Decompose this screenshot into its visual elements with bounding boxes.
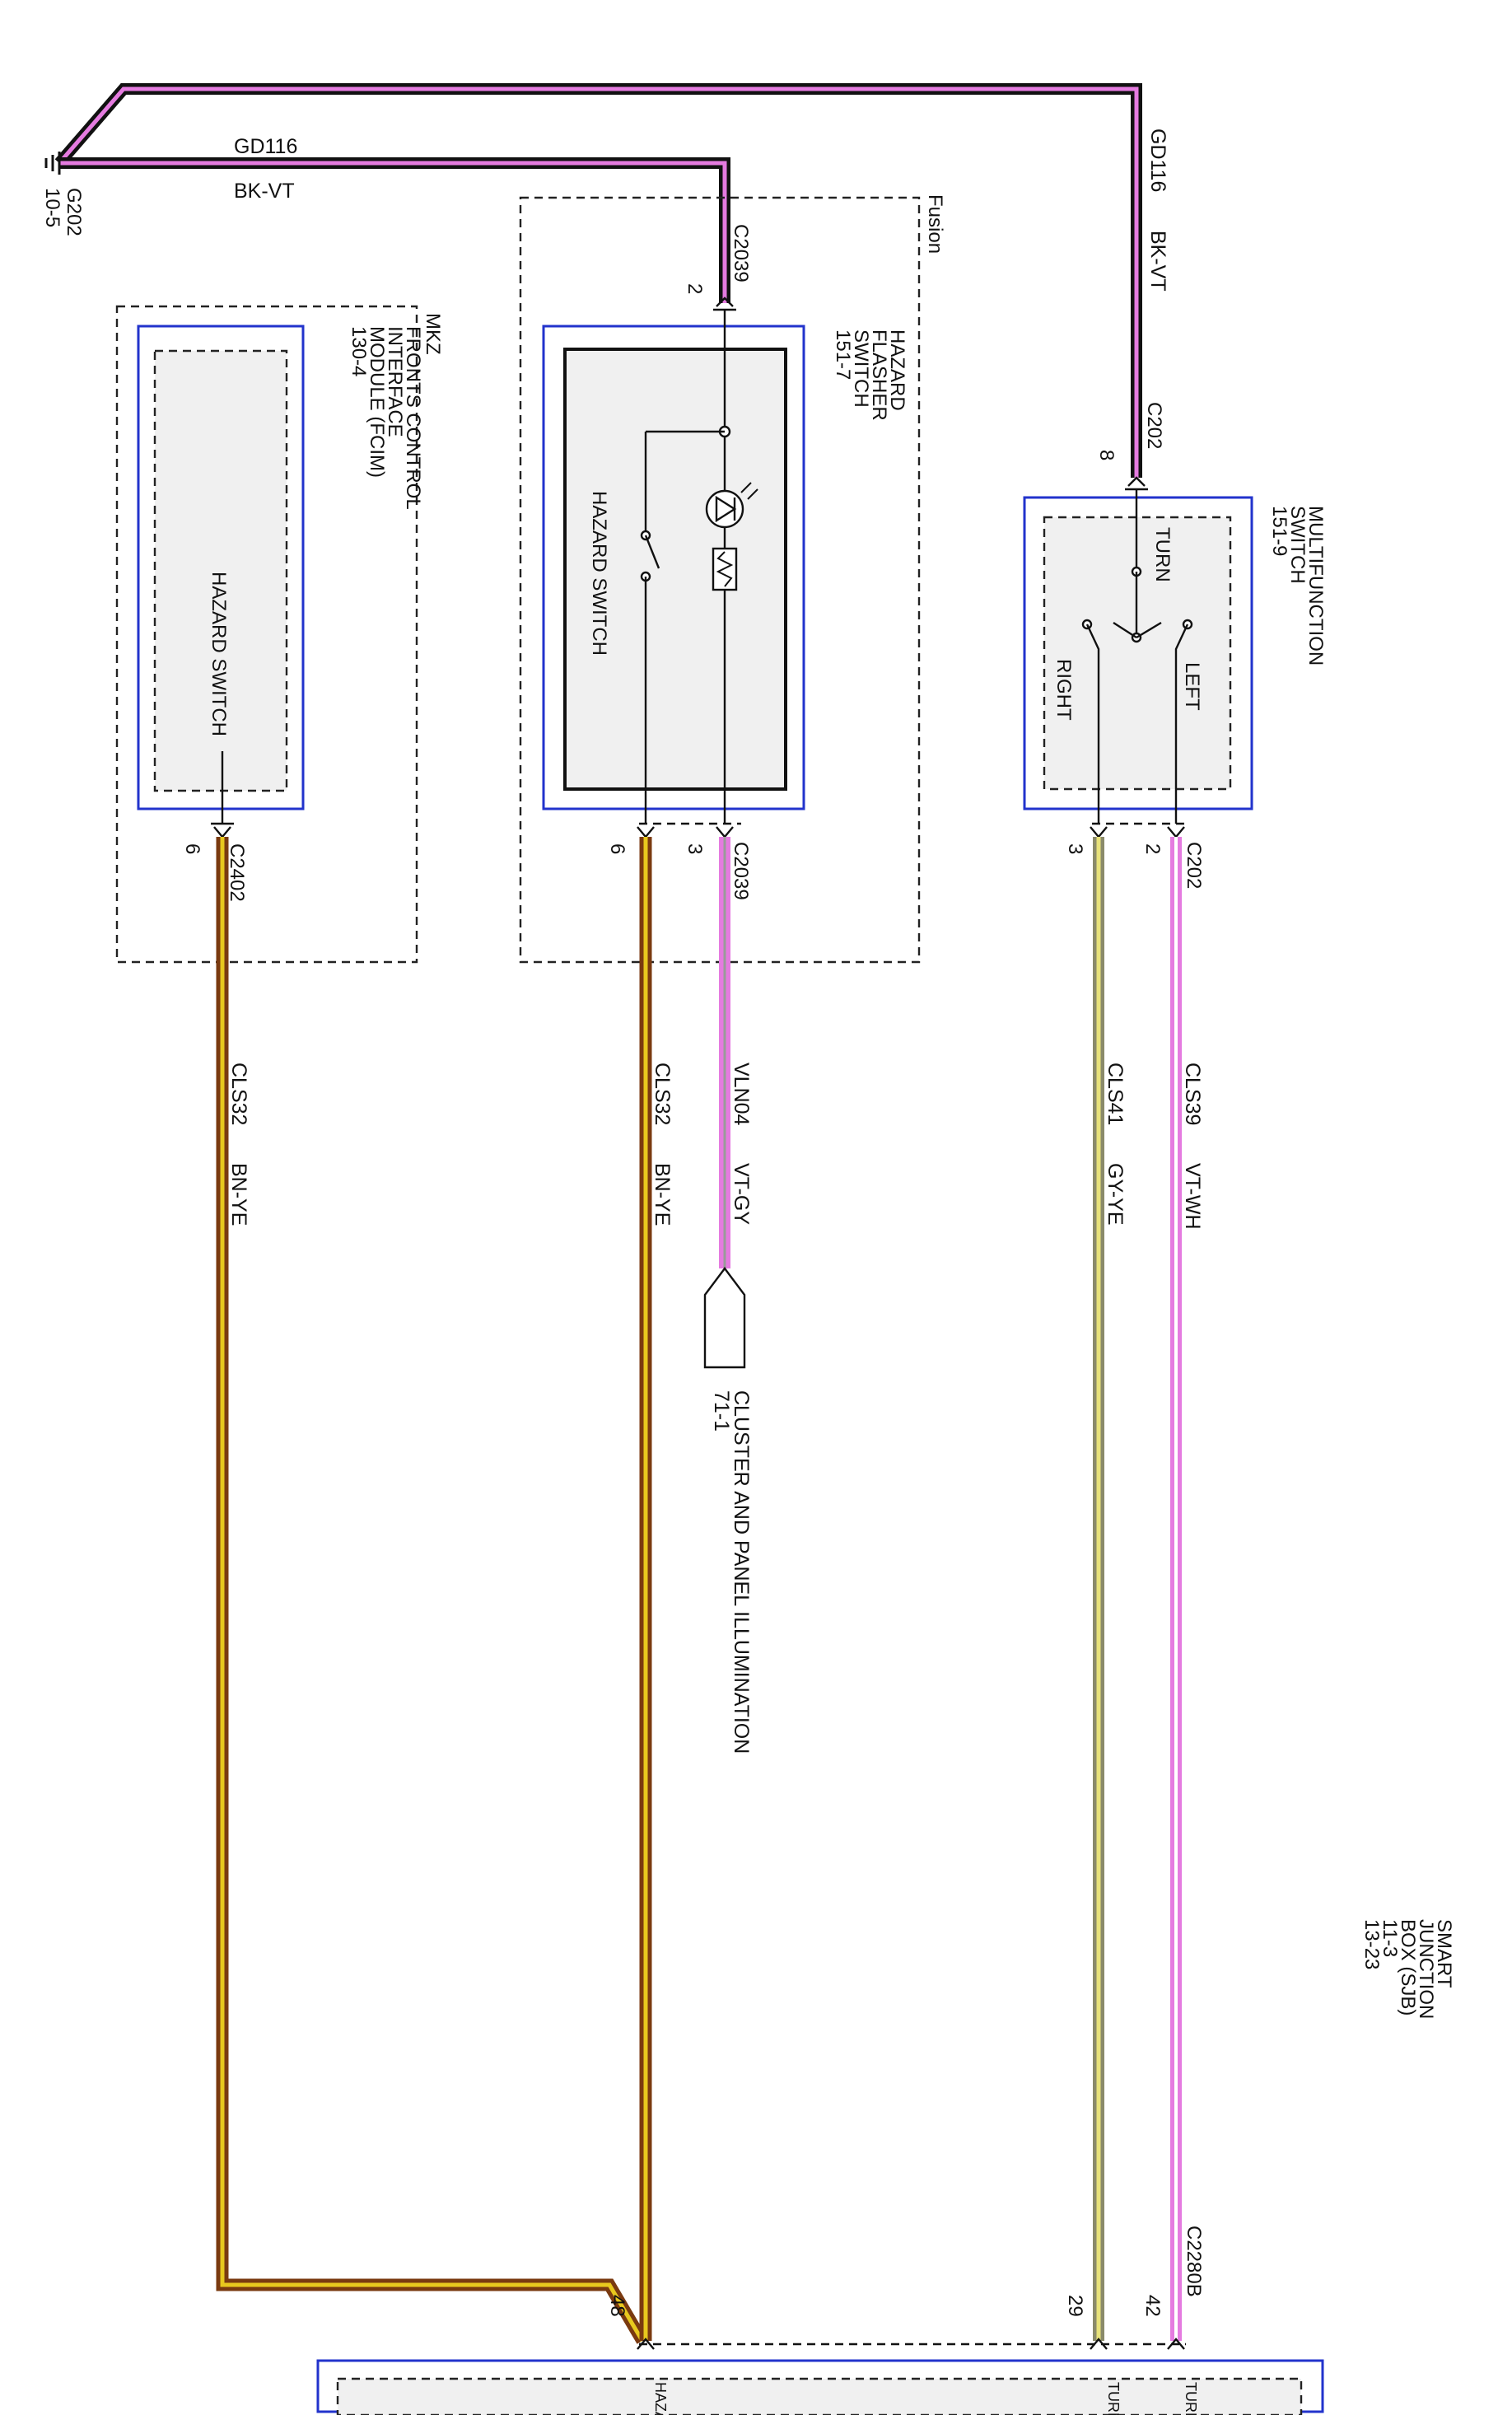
wire-cls32-hazard-circuit: CLS32 [651,1063,674,1125]
sjb-internal [336,2377,1303,2415]
svg-text:151-9: 151-9 [1268,506,1290,556]
svg-text:MODULE (FCIM): MODULE (FCIM) [366,326,388,478]
fcim-internal [153,349,288,792]
wire-cls39-circuit: CLS39 [1181,1063,1204,1125]
svg-text:SWITCH: SWITCH [850,329,872,408]
c2039-bottom-pin-6: 6 [606,843,628,854]
sjb-name: SMART JUNCTION BOX (SJB) 11-3 13-23 [1360,1919,1455,2019]
connector-c2039-bottom[interactable] [637,822,741,838]
svg-text:151-7: 151-7 [832,329,854,380]
c2280b-pin-rt: 29 [1064,2295,1086,2317]
ground-id: G202 [63,188,85,236]
wire-cls32-fcim-circuit: CLS32 [227,1063,250,1125]
svg-text:SWITCH: SWITCH [1286,506,1309,584]
c202-top-pin: 8 [1095,450,1118,460]
multifunction-turn: TURN [1151,527,1174,582]
hazard-flasher-internal-label: HAZARD SWITCH [588,491,610,656]
wire-cls41-color: GY-YE [1104,1163,1127,1226]
c2402-id: C2402 [226,843,248,902]
wire-gd116 [54,83,1142,478]
multifunction-right: RIGHT [1052,659,1075,721]
c2039-bottom-pin-3: 3 [684,843,706,854]
mkz-variant-box [115,305,418,964]
c2280b-id: C2280B [1183,2226,1205,2297]
c202-bottom-pin-2: 2 [1141,843,1164,854]
svg-text:FRONTS CONTROL: FRONTS CONTROL [402,326,424,510]
svg-text:JUNCTION: JUNCTION [1415,1919,1437,2019]
wire-cls32-fcim-color: BN-YE [227,1163,250,1226]
cluster-name: CLUSTER AND PANEL ILLUMINATION [730,1390,753,1754]
c2280b-pin-haz: 48 [606,2295,628,2317]
connector-c2402[interactable] [211,822,234,838]
ground-symbol [44,152,61,175]
connector-c202-top[interactable] [1125,476,1148,491]
hazard-flasher-name: HAZARD FLASHER SWITCH 151-7 [832,329,908,421]
hazard-switch-circuit [640,310,758,824]
c202-bottom-pin-3: 3 [1064,843,1086,854]
cluster-ref: 71-1 [710,1390,733,1432]
c2280b-pin-lt: 42 [1141,2295,1164,2317]
multifunction-switch[interactable] [1023,496,1253,810]
multifunction-name: MULTIFUNCTION SWITCH 151-9 [1268,506,1327,666]
svg-text:BOX (SJB): BOX (SJB) [1397,1919,1419,2016]
mkz-label: MKZ [422,313,444,355]
wire-cls32-fcim [216,837,648,2344]
multifunction-left: LEFT [1181,662,1203,711]
wire-vln04-circuit: VLN04 [730,1063,753,1126]
wire-gd116-color: BK-VT [234,180,295,203]
c2039-top-id: C2039 [730,224,752,283]
hazard-switch-body [563,348,787,791]
wire-cls39-color: VT-WH [1181,1163,1204,1230]
sjb-pin-lt: TURN SIGNAL LT [1183,2382,1199,2415]
sjb-pin-rt: TURN SIGNAL RT [1105,2382,1122,2415]
hazard-flasher-switch[interactable] [542,325,805,810]
svg-text:HAZARD: HAZARD [886,329,908,411]
fcim-module[interactable] [137,325,305,810]
svg-text:MULTIFUNCTION: MULTIFUNCTION [1304,506,1327,666]
wire-cls32-hazard-color: BN-YE [651,1163,674,1226]
svg-text:SMART: SMART [1433,1919,1455,1988]
c2402-pin: 6 [181,843,203,854]
led-icon [705,489,744,529]
wire-gd116-right-color: BK-VT [1146,231,1169,292]
svg-text:FLASHER: FLASHER [868,329,890,421]
multifunction-circuit [1081,489,1193,824]
wire-cls41-circuit: CLS41 [1104,1063,1127,1125]
connector-c202-bottom[interactable] [1090,822,1186,838]
fcim-name: FRONTS CONTROL INTERFACE MODULE (FCIM) 1… [348,326,424,510]
wire-gd116-circuit: GD116 [234,135,297,158]
wire-vln04-color: VT-GY [730,1163,753,1225]
svg-text:13-23: 13-23 [1360,1919,1383,1969]
c2039-bottom-id: C2039 [730,842,752,900]
c202-top-id: C202 [1143,402,1165,449]
fcim-internal-label: HAZARD SWITCH [208,572,230,736]
svg-text:11-3: 11-3 [1379,1919,1401,1957]
fusion-label: Fusion [924,194,946,254]
svg-text:INTERFACE: INTERFACE [384,326,406,437]
c202-bottom-id: C202 [1183,842,1205,889]
cluster-reference-arrow[interactable] [703,1267,746,1369]
ground-ref: 10-5 [41,188,63,227]
svg-text:130-4: 130-4 [348,326,370,376]
sjb-pin-haz: HAZARD ON [652,2382,669,2415]
connector-c2280b[interactable] [637,2338,1186,2350]
wire-gd116-right-circuit: GD116 [1146,128,1169,192]
c2039-top-pin: 2 [684,283,706,294]
